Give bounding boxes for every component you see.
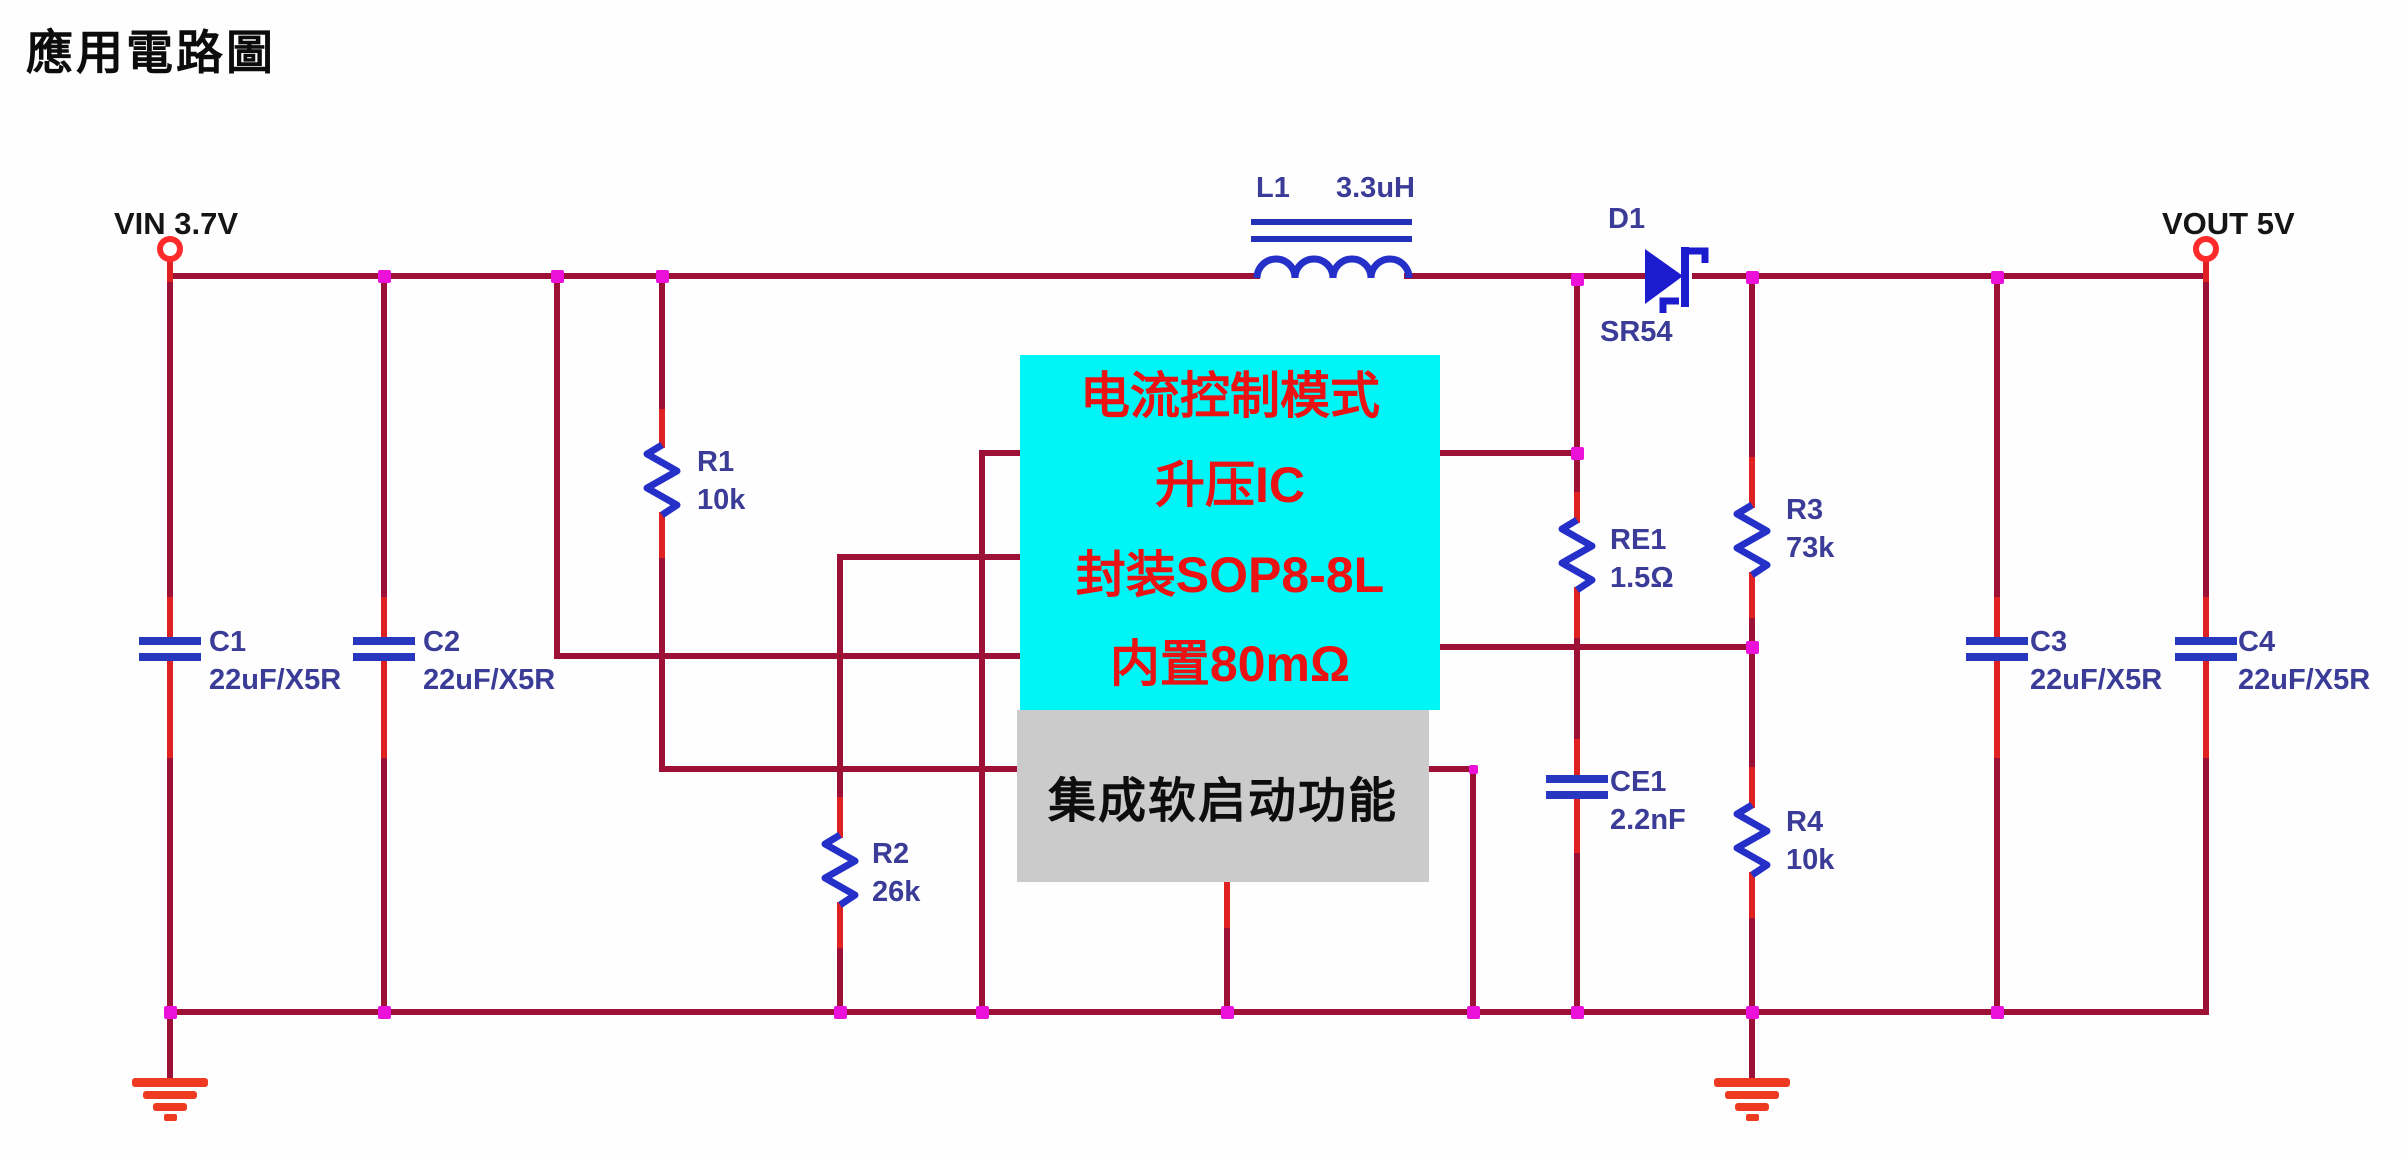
ground-symbol-right bbox=[1714, 1078, 1790, 1121]
label-C2-value: 22uF/X5R bbox=[423, 664, 556, 696]
ground-bar bbox=[1735, 1103, 1769, 1111]
resistor-symbol-R1 bbox=[643, 441, 681, 518]
label-C4-value: 22uF/X5R bbox=[2238, 664, 2371, 696]
capacitor-symbol-C1 bbox=[139, 653, 201, 661]
inductor-symbol-L1 bbox=[1251, 219, 1413, 279]
ic-feature-line-4: 内置80mΩ bbox=[1109, 635, 1351, 692]
ground-bar bbox=[1714, 1078, 1790, 1087]
junction-dot bbox=[378, 270, 391, 283]
resistor-symbol-R4 bbox=[1733, 801, 1771, 878]
label-L1-value: 3.3uH bbox=[1336, 172, 1415, 204]
capacitor-symbol-CE1 bbox=[1546, 791, 1608, 799]
diode-symbol-D1 bbox=[1645, 247, 1709, 313]
ground-bar bbox=[1725, 1091, 1779, 1099]
label-R3-ref: R3 bbox=[1786, 494, 1824, 526]
resistors bbox=[643, 441, 1771, 908]
label-C3-ref: C3 bbox=[2030, 626, 2068, 658]
diode-schottky-hook bbox=[1689, 247, 1709, 263]
junction-dot bbox=[976, 1006, 989, 1019]
ground-bar bbox=[132, 1078, 208, 1087]
label-L1-ref: L1 bbox=[1256, 172, 1290, 204]
ground-symbol-left bbox=[132, 1078, 208, 1121]
ground-bar bbox=[143, 1091, 197, 1099]
label-D1-value: SR54 bbox=[1600, 316, 1673, 348]
capacitor-symbol-C3 bbox=[1966, 653, 2028, 661]
label-R4-ref: R4 bbox=[1786, 806, 1824, 838]
ic-softstart-box: 集成软启动功能 bbox=[1017, 710, 1429, 882]
label-R2-value: 26k bbox=[872, 876, 921, 908]
page-title: 應用電路圖 bbox=[26, 26, 276, 79]
junction-dot bbox=[1991, 1006, 2004, 1019]
resistor-symbol-R3 bbox=[1733, 501, 1771, 578]
junction-dot bbox=[1746, 641, 1759, 654]
label-CE1-ref: CE1 bbox=[1610, 766, 1667, 798]
capacitor-symbol-C2 bbox=[353, 637, 415, 645]
wire-runs bbox=[167, 273, 2209, 1079]
diode-cathode-bar bbox=[1681, 247, 1689, 307]
label-C1-ref: C1 bbox=[209, 626, 247, 658]
vin-terminal-circle bbox=[157, 236, 183, 262]
capacitor-symbol-C4 bbox=[2175, 637, 2237, 645]
diode-schottky-hook bbox=[1659, 297, 1679, 313]
label-C4-ref: C4 bbox=[2238, 626, 2276, 658]
junction-dot bbox=[1467, 1006, 1480, 1019]
capacitor-symbol-C4 bbox=[2175, 653, 2237, 661]
label-C1-value: 22uF/X5R bbox=[209, 664, 342, 696]
label-R1-value: 10k bbox=[697, 484, 746, 516]
ic-softstart-label: 集成软启动功能 bbox=[1047, 775, 1398, 828]
junction-dot bbox=[656, 270, 669, 283]
ground-bar bbox=[1746, 1114, 1759, 1121]
label-RE1-ref: RE1 bbox=[1610, 524, 1667, 556]
label-CE1-value: 2.2nF bbox=[1610, 804, 1686, 836]
ic-feature-line-1: 电流控制模式 bbox=[1080, 368, 1380, 424]
wire-stubs bbox=[167, 255, 2209, 948]
junction-dot bbox=[1571, 447, 1584, 460]
capacitor-symbol-CE1 bbox=[1546, 775, 1608, 783]
capacitor-symbol-C1 bbox=[139, 637, 201, 645]
label-R2-ref: R2 bbox=[872, 838, 910, 870]
label-R4-value: 10k bbox=[1786, 844, 1835, 876]
ground-bar bbox=[153, 1103, 187, 1111]
capacitor-symbol-C2 bbox=[353, 653, 415, 661]
vin-label: VIN 3.7V bbox=[114, 206, 239, 241]
label-R3-value: 73k bbox=[1786, 532, 1835, 564]
label-RE1-value: 1.5Ω bbox=[1610, 562, 1674, 594]
junction-dot bbox=[1746, 1006, 1759, 1019]
resistor-symbol-R2 bbox=[821, 831, 859, 908]
junction-dot bbox=[378, 1006, 391, 1019]
label-C3-value: 22uF/X5R bbox=[2030, 664, 2163, 696]
inductor-coil bbox=[1253, 255, 1413, 279]
ic-feature-line-3: 封装SOP8-8L bbox=[1075, 546, 1385, 603]
junction-dot bbox=[164, 1006, 177, 1019]
vout-label: VOUT 5V bbox=[2162, 206, 2295, 241]
label-C2-ref: C2 bbox=[423, 626, 461, 658]
ground-bar bbox=[164, 1114, 177, 1121]
junction-dot bbox=[1991, 271, 2004, 284]
junction-dot bbox=[551, 270, 564, 283]
junction-dot bbox=[1221, 1006, 1234, 1019]
junction-dots bbox=[164, 270, 2004, 1019]
resistor-symbol-RE1 bbox=[1558, 516, 1596, 593]
label-R1-ref: R1 bbox=[697, 446, 735, 478]
junction-dot bbox=[1746, 271, 1759, 284]
ic-feature-box: 电流控制模式 升压IC 封装SOP8-8L 内置80mΩ bbox=[1020, 355, 1440, 710]
vout-terminal-circle bbox=[2193, 236, 2219, 262]
junction-dot bbox=[1571, 273, 1584, 286]
junction-dot bbox=[1571, 1006, 1584, 1019]
label-D1-ref: D1 bbox=[1608, 203, 1646, 235]
ic-feature-line-2: 升压IC bbox=[1155, 457, 1305, 514]
junction-dot bbox=[834, 1006, 847, 1019]
diode-anode-triangle bbox=[1645, 249, 1683, 304]
junction-dot bbox=[1469, 765, 1478, 774]
capacitor-symbol-C3 bbox=[1966, 637, 2028, 645]
capacitors bbox=[139, 637, 2237, 799]
